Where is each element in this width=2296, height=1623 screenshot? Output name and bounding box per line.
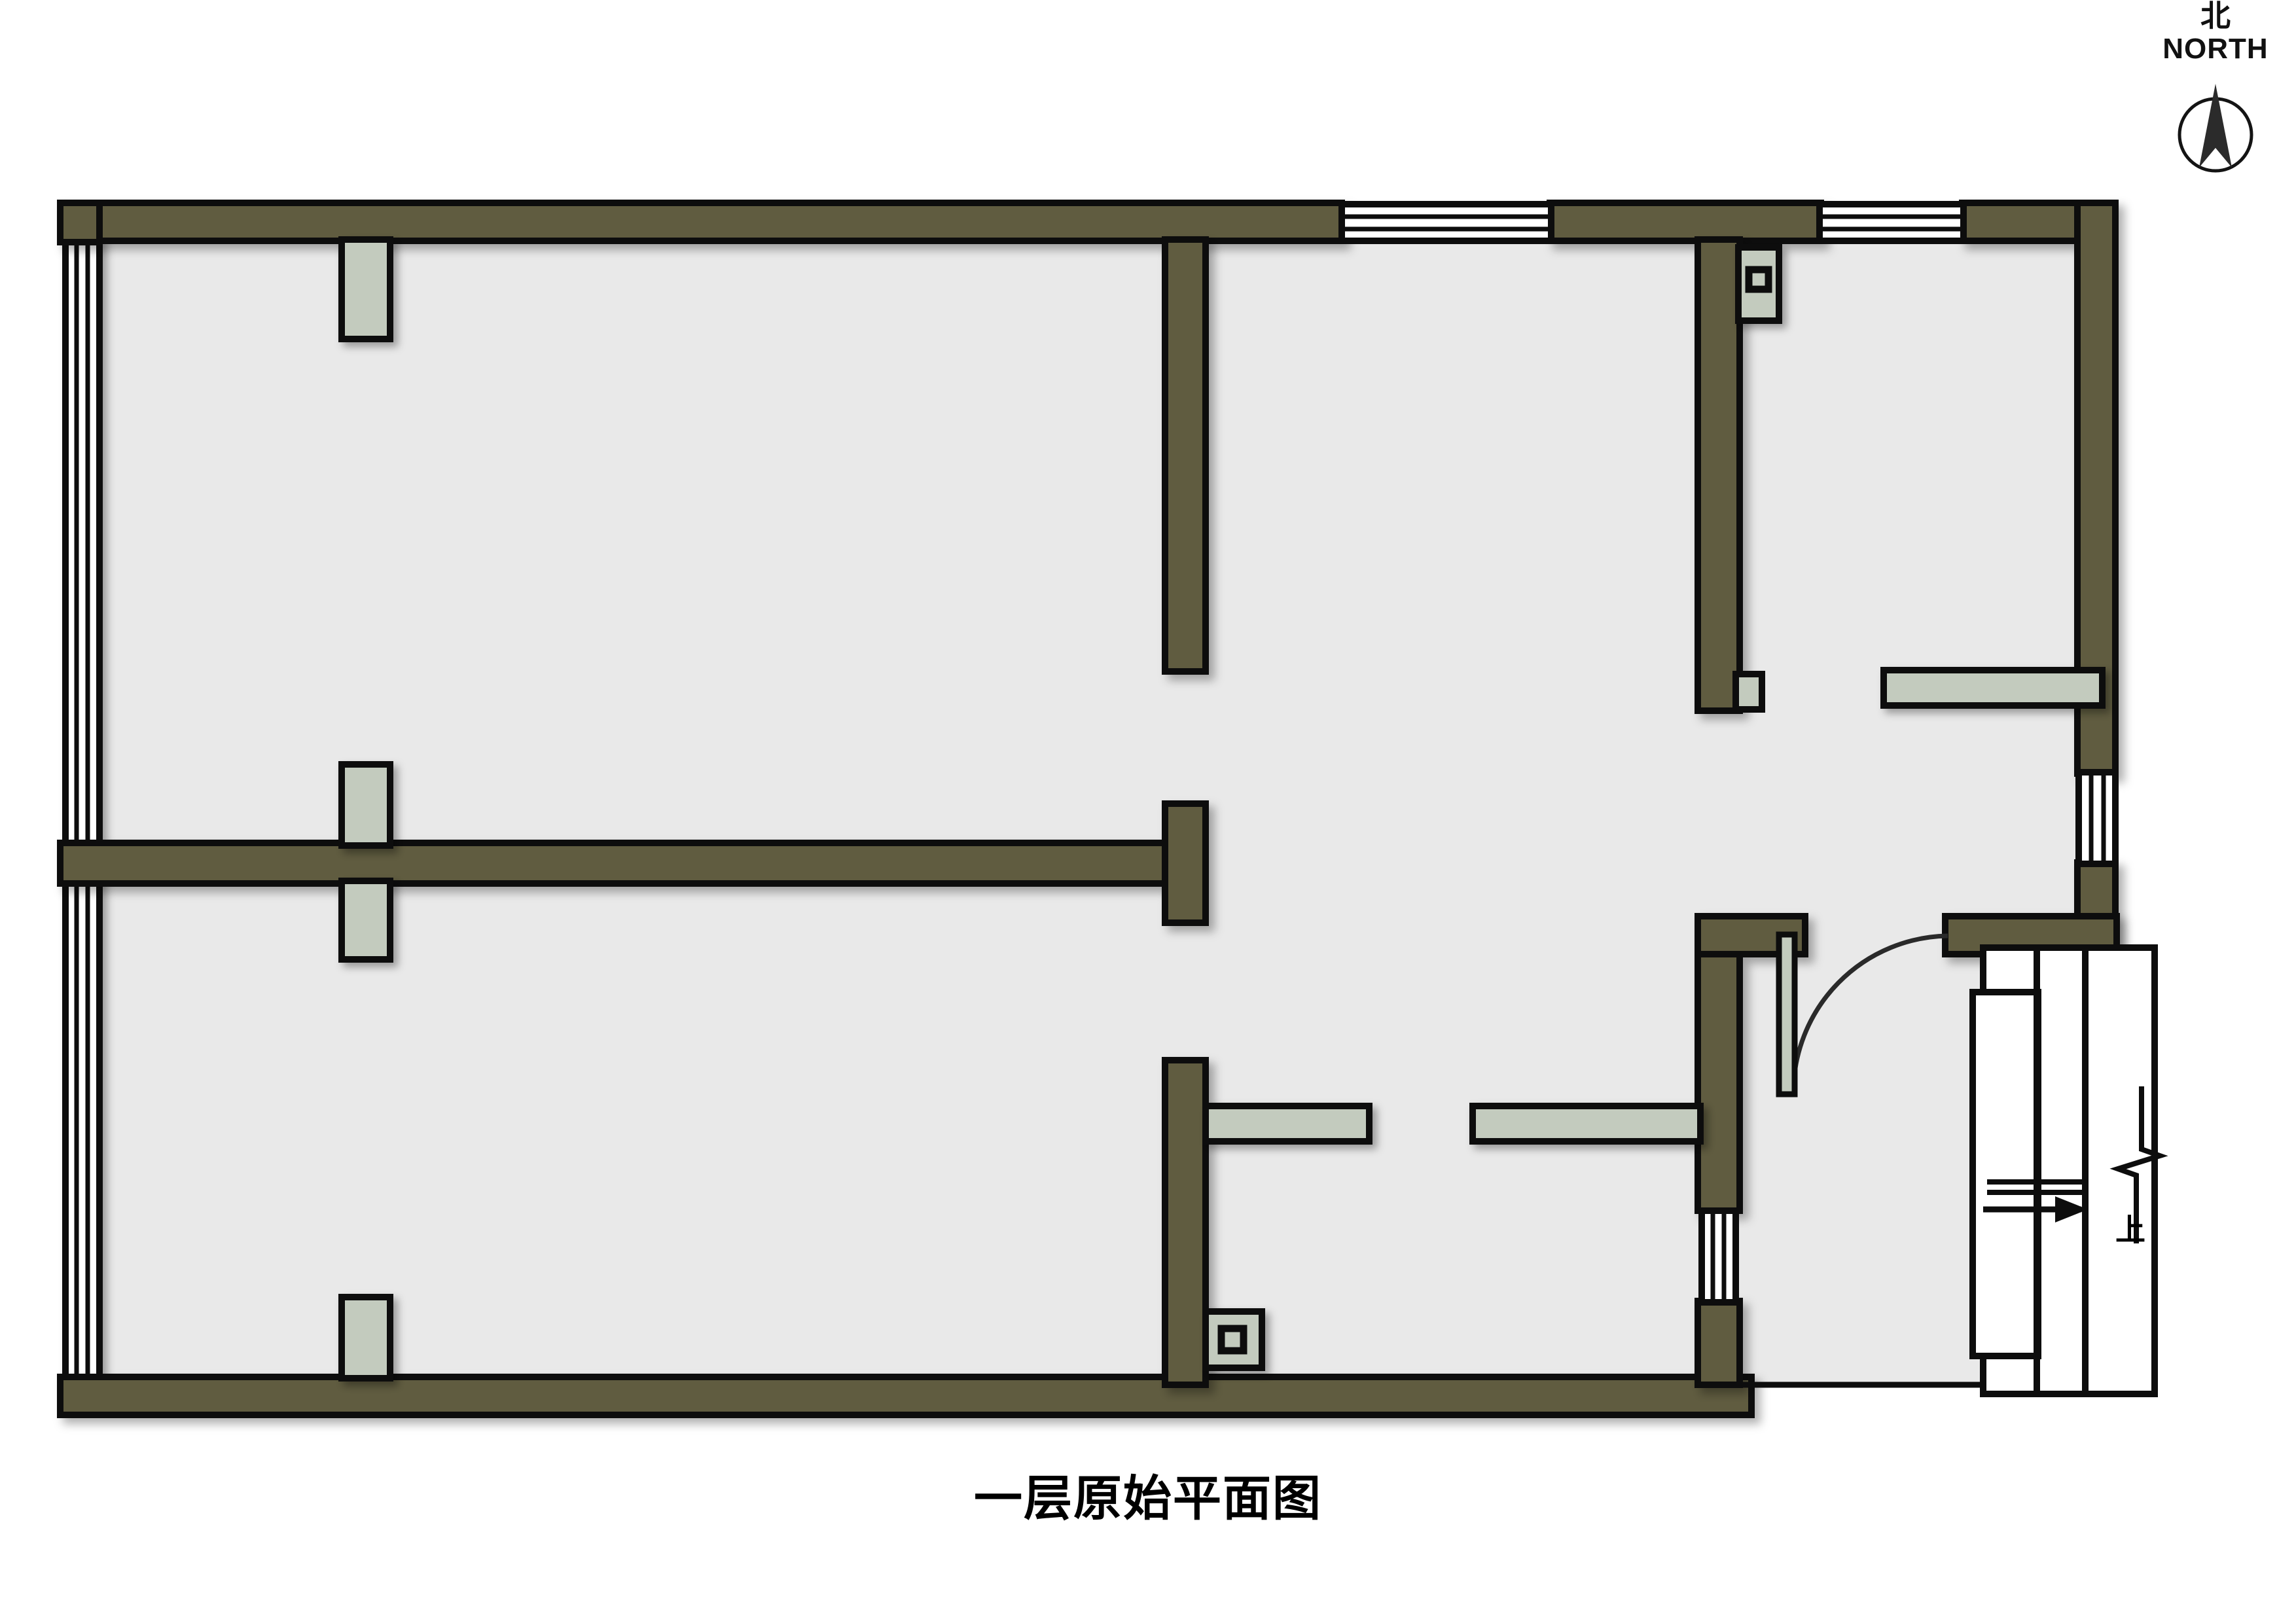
partition-vertical-lower	[1162, 1057, 1209, 1388]
counter-right-of-gap	[1469, 1103, 1704, 1145]
page-title: 一层原始平面图	[974, 1471, 1322, 1527]
partition-horizontal-mid	[57, 840, 1170, 887]
compass-label-en: NORTH	[2162, 33, 2269, 65]
partition-mid-pier	[1162, 800, 1209, 926]
door-panel	[1776, 931, 1798, 1097]
north-arrow-icon	[2178, 84, 2253, 173]
wall-south	[57, 1374, 1755, 1418]
counter-left-of-gap	[1202, 1103, 1372, 1145]
room-outlines	[1740, 1382, 1986, 1388]
fixtures	[338, 236, 2106, 1382]
column-mid-left-upper	[338, 761, 393, 849]
partition-vertical-right-base	[1695, 1298, 1743, 1388]
room-floors	[72, 233, 2114, 1385]
column-south-left	[338, 1294, 393, 1382]
shaft-bottom-mid-inner-square	[1217, 1325, 1247, 1355]
swing-door-entry	[1776, 931, 1948, 1097]
room-center-corridor	[1178, 233, 1741, 1385]
shaft-top-right	[1735, 244, 1782, 324]
stair-cut-line-icon	[2109, 1086, 2168, 1243]
partition-vertical-upper	[1162, 236, 1209, 675]
partition-vertical-right-upper	[1695, 236, 1743, 714]
shaft-top-right-inner-square	[1745, 266, 1772, 293]
counter-upper-right	[1880, 667, 2106, 709]
compass-label-cn: 北	[2200, 0, 2231, 33]
window-interior-lower	[1698, 1207, 1739, 1306]
staircase-up	[1969, 944, 2168, 1397]
window-east-wall	[2075, 769, 2119, 867]
shaft-bottom-mid	[1202, 1308, 1265, 1371]
compass-rose: 北 NORTH	[2153, 0, 2278, 209]
window-north-2	[1816, 201, 1967, 244]
room-lower-right-strip	[1734, 953, 2009, 1385]
stair-direction-arrow-icon	[1983, 1196, 2088, 1222]
window-west-wall	[62, 235, 103, 1382]
wall-north-pier	[1547, 200, 1824, 244]
pipe-stub-right	[1732, 671, 1765, 713]
window-north-1	[1338, 201, 1554, 244]
room-main-hall-left	[72, 233, 1185, 1385]
stair-inner-flight	[1969, 989, 2041, 1359]
wall-west-jamb	[57, 200, 103, 245]
column-north-left	[338, 236, 393, 342]
stair-up-label: 上	[2115, 1212, 2145, 1247]
partition-vertical-right-lower	[1695, 913, 1743, 1214]
wall-north-left	[57, 200, 1345, 244]
column-mid-left-lower	[338, 878, 393, 963]
